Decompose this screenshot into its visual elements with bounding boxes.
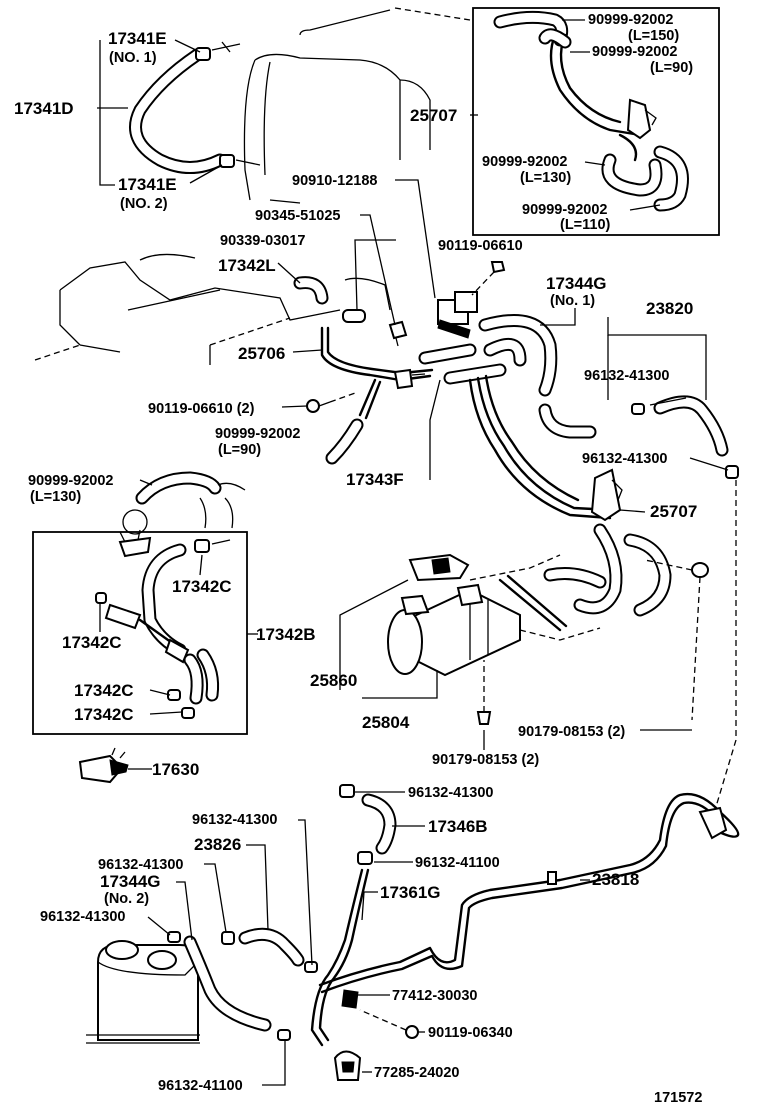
label-90179-08153-a: 90179-08153 (2)	[518, 724, 625, 740]
label-96132-41300-e: 96132-41300	[98, 857, 183, 873]
label-90999-92002-l150: 90999-92002	[588, 12, 673, 28]
label-90999-92002-l130b: 90999-92002	[28, 473, 113, 489]
label-17342L: 17342L	[218, 256, 276, 275]
hose-23826	[221, 927, 318, 973]
bolt-90119-06610-2	[306, 391, 359, 413]
fuel-tank	[86, 940, 200, 1044]
label-25706: 25706	[238, 344, 285, 363]
label-90999-92002-l110: 90999-92002	[522, 202, 607, 218]
pipe-23818	[318, 792, 740, 994]
label-77412-30030: 77412-30030	[392, 988, 477, 1004]
label-90179-08153-b: 90179-08153 (2)	[432, 752, 539, 768]
label-96132-41300-a: 96132-41300	[584, 368, 669, 384]
inset-hoses-25707	[493, 10, 689, 212]
label-l130a: (L=130)	[520, 170, 571, 186]
label-no2-a: (NO. 2)	[120, 196, 168, 212]
label-l90a: (L=90)	[650, 60, 693, 76]
label-96132-41100-b: 96132-41100	[158, 1078, 243, 1094]
label-90345-51025: 90345-51025	[255, 208, 340, 224]
label-17342C-2: 17342C	[62, 633, 122, 652]
hose-17346B	[339, 784, 397, 865]
hose-90999-92002-l130b	[122, 471, 246, 535]
label-17346B: 17346B	[428, 817, 488, 836]
label-no2-b: (No. 2)	[104, 891, 149, 907]
label-25804: 25804	[362, 713, 410, 732]
label-77285-24020: 77285-24020	[374, 1065, 459, 1081]
clamp-77412-30030	[341, 989, 359, 1009]
label-17341D: 17341D	[14, 99, 74, 118]
label-23818: 23818	[592, 870, 639, 889]
canister-25860	[387, 553, 601, 677]
label-23820: 23820	[646, 299, 693, 318]
label-96132-41300-f: 96132-41300	[40, 909, 125, 925]
label-17630: 17630	[152, 760, 199, 779]
label-90339-03017: 90339-03017	[220, 233, 305, 249]
inset-box-top-right	[472, 7, 720, 236]
label-96132-41300-d: 96132-41300	[192, 812, 277, 828]
label-25707-mid: 25707	[650, 502, 697, 521]
label-25860: 25860	[310, 671, 357, 690]
label-90119-06610-2: 90119-06610 (2)	[148, 401, 255, 417]
inset-left-content	[95, 529, 231, 719]
engine-outline-top	[243, 7, 471, 204]
clip-90179-08153	[476, 559, 709, 725]
label-17361G: 17361G	[380, 883, 441, 902]
bolt-90345	[388, 320, 408, 347]
label-90119-06340: 90119-06340	[428, 1025, 513, 1041]
label-17342B: 17342B	[256, 625, 316, 644]
clip-17341E-no2	[219, 154, 261, 168]
label-90999-92002-l90b: 90999-92002	[215, 426, 300, 442]
label-17341E-no1: 17341E	[108, 29, 167, 48]
clip-17341E-no1	[195, 41, 241, 61]
hoses-17343F	[418, 314, 597, 439]
bolt-90119-06610	[471, 261, 506, 296]
hose-17341D	[129, 48, 227, 174]
hose-17344G-no2	[167, 931, 291, 1041]
hose-17342L	[293, 276, 329, 305]
label-no1-b: (No. 1)	[550, 293, 595, 309]
label-l130b: (L=130)	[30, 489, 81, 505]
vsv-90910-12188	[437, 291, 478, 339]
pipe-25707-middle	[468, 374, 672, 617]
label-25707-top: 25707	[410, 106, 457, 125]
label-17342C-3: 17342C	[74, 681, 134, 700]
label-17344G-no1: 17344G	[546, 274, 607, 293]
hose-23820	[631, 395, 739, 479]
sensor-17630	[78, 747, 129, 784]
label-17344G-no2: 17344G	[100, 872, 161, 891]
label-l90b: (L=90)	[218, 442, 261, 458]
clamp-77285-24020	[333, 1050, 362, 1081]
label-96132-41100-a: 96132-41100	[415, 855, 500, 871]
label-96132-41300-c: 96132-41300	[408, 785, 493, 801]
label-23826: 23826	[194, 835, 241, 854]
label-17341E-no2: 17341E	[118, 175, 177, 194]
pipe-25706	[320, 326, 434, 420]
label-17342C-1: 17342C	[172, 577, 232, 596]
label-90999-92002-l130a: 90999-92002	[482, 154, 567, 170]
label-90910-12188: 90910-12188	[292, 173, 377, 189]
bolt-90119-06340	[359, 1009, 419, 1039]
label-no1-a: (NO. 1)	[109, 50, 157, 66]
engine-outline-middle	[34, 253, 391, 365]
label-90999-92002-l90a: 90999-92002	[592, 44, 677, 60]
label-l110: (L=110)	[560, 217, 611, 233]
label-17342C-4: 17342C	[74, 705, 134, 724]
label-17343F: 17343F	[346, 470, 404, 489]
label-90119-06610: 90119-06610	[438, 238, 523, 254]
figure-number: 171572	[654, 1090, 702, 1106]
label-l150: (L=150)	[628, 28, 679, 44]
hose-90999-92002-l90b	[325, 418, 364, 465]
plug-90339	[342, 309, 366, 323]
pipe-17361G	[310, 868, 370, 1047]
label-96132-41300-b: 96132-41300	[582, 451, 667, 467]
